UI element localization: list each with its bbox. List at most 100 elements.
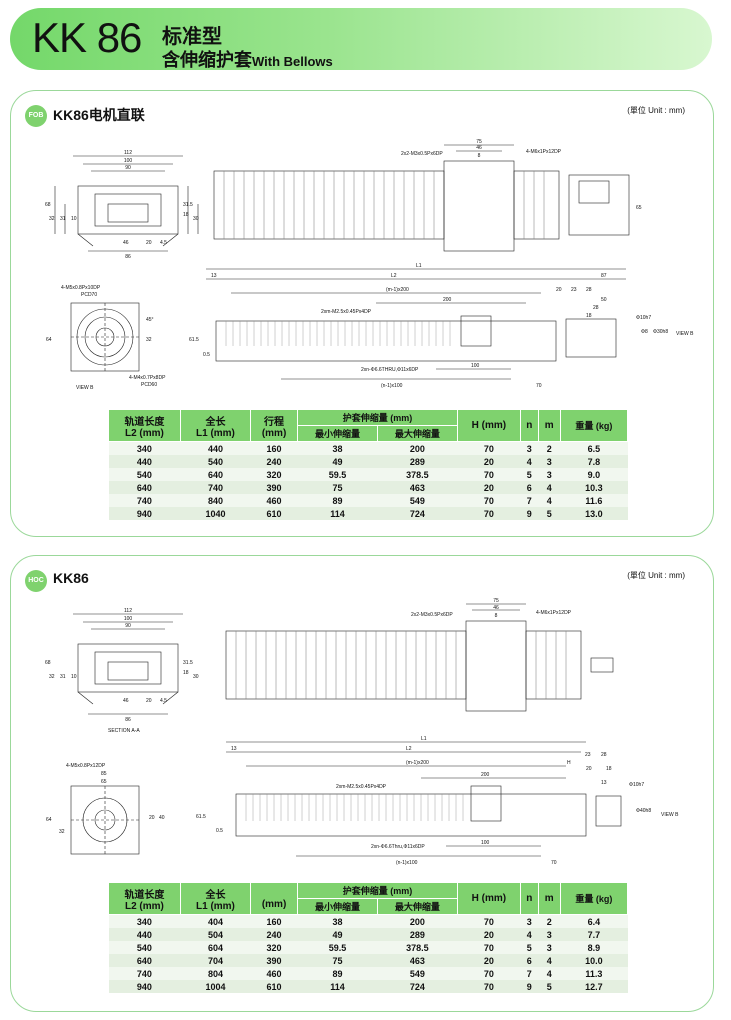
- table-cell: 390: [250, 954, 298, 967]
- dim-phi10: Φ10h7: [636, 315, 651, 321]
- th-bellows-max: 最大伸缩量: [376, 425, 458, 442]
- table-cell: 7: [520, 494, 539, 507]
- table-cell: 20: [457, 455, 521, 468]
- holes-top-note: 2x2-M3x0.5Px6DP: [401, 151, 443, 157]
- th-h: H (mm): [456, 882, 521, 915]
- table-cell: 38: [297, 441, 378, 455]
- dim-phi8: Φ8: [641, 329, 648, 335]
- dim-phi40: Φ40h8: [636, 808, 651, 814]
- model-name: KK 86: [32, 14, 142, 61]
- table-cell: 9: [520, 980, 539, 993]
- dim-18: 18: [606, 766, 612, 772]
- dim-23: 23: [571, 287, 577, 293]
- dim-L2: L2: [406, 746, 412, 752]
- dim-50: 50: [601, 297, 607, 303]
- table-cell: 9.0: [560, 468, 628, 481]
- table-cell: 70: [457, 967, 521, 980]
- table-cell: 2: [538, 914, 561, 928]
- table-cell: 11.3: [560, 967, 628, 980]
- dim-L2: L2: [391, 273, 397, 279]
- pcd70-note: PCD70: [81, 292, 97, 298]
- dim-61-5: 61.5: [196, 814, 206, 820]
- table-cell: 2: [538, 441, 561, 455]
- side-view-drawing: L1 13 L2 87 (m-1)x200 20 23 28 50 200 28…: [189, 263, 694, 389]
- table-cell: 6.5: [560, 441, 628, 455]
- dim-20: 20: [146, 698, 152, 704]
- dim-L1: L1: [416, 263, 422, 269]
- table-cell: 114: [297, 507, 378, 520]
- table-cell: 200: [377, 914, 458, 928]
- table-cell: 804: [180, 967, 251, 980]
- dim-20: 20: [146, 240, 152, 246]
- table-cell: 540: [180, 455, 251, 468]
- table-cell: 4: [538, 481, 561, 494]
- dim-20b: 20: [556, 287, 562, 293]
- table-cell: 7: [520, 967, 539, 980]
- dim-45deg: 45°: [146, 317, 154, 323]
- holes-right-note: 4-M6x1Px12DP: [526, 149, 562, 155]
- section-hoc: HOC KK86 (單位 Unit : mm) 112 100 90 68 32…: [10, 555, 714, 1012]
- table-cell: 463: [377, 481, 458, 494]
- dim-32b: 32: [59, 829, 65, 835]
- table-cell: 540: [108, 468, 181, 481]
- dim-31: 31: [60, 674, 66, 680]
- dim-20b: 20: [586, 766, 592, 772]
- dim-68: 68: [45, 202, 51, 208]
- table-cell: 378.5: [377, 468, 458, 481]
- dim-200: 200: [481, 772, 490, 778]
- table-cell: 390: [250, 481, 298, 494]
- th-stroke-unit: (mm): [261, 427, 287, 439]
- dim-28: 28: [586, 287, 592, 293]
- table-cell: 5: [520, 468, 539, 481]
- view-b-caption: VIEW B: [76, 385, 94, 391]
- table-cell: 740: [108, 967, 181, 980]
- th-stroke-cn: 行程: [264, 416, 285, 428]
- dim-0-5: 0.5: [203, 352, 210, 358]
- dim-8: 8: [478, 153, 481, 159]
- table-cell: 4: [520, 455, 539, 468]
- table-cell: 20: [457, 928, 521, 941]
- dim-100b: 100: [471, 363, 480, 369]
- table-cell: 4: [520, 928, 539, 941]
- dim-20c: 20: [149, 815, 155, 821]
- table-cell: 70: [457, 507, 521, 520]
- th-bellows-max: 最大伸缩量: [376, 898, 458, 915]
- holes-right-note: 4-M6x1Px12DP: [536, 610, 572, 616]
- table-cell: 320: [250, 468, 298, 481]
- table-cell: 114: [297, 980, 378, 993]
- table-cell: 378.5: [377, 941, 458, 954]
- dim-46: 46: [123, 698, 129, 704]
- table-cell: 340: [108, 441, 181, 455]
- th-h: H (mm): [456, 409, 521, 442]
- table-cell: 289: [377, 928, 458, 941]
- dim-64: 64: [46, 817, 52, 823]
- table-cell: 440: [108, 928, 181, 941]
- dim-70: 70: [536, 383, 542, 389]
- table-cell: 6.4: [560, 914, 628, 928]
- table-cell: 724: [377, 980, 458, 993]
- dim-112: 112: [124, 150, 132, 156]
- table-cell: 440: [180, 441, 251, 455]
- table-cell: 75: [297, 954, 378, 967]
- dim-40: 40: [159, 815, 165, 821]
- table-cell: 70: [457, 941, 521, 954]
- table-cell: 3: [538, 928, 561, 941]
- table-cell: 6: [520, 481, 539, 494]
- dim-0-5: 0.5: [216, 828, 223, 834]
- dim-18: 18: [183, 670, 189, 676]
- dim-32: 32: [49, 674, 55, 680]
- th-weight: 重量 (kg): [559, 409, 629, 442]
- m6-note: 2xn-Φ6.6Thru,Φ11x6DP: [371, 844, 425, 850]
- pcd60-note: PCD60: [141, 382, 157, 388]
- dim-90: 90: [125, 165, 131, 171]
- th-total-length-unit: L1 (mm): [196, 900, 235, 912]
- table-cell: 640: [108, 481, 181, 494]
- dim-n1x200: (m-1)x200: [386, 287, 409, 293]
- dim-18: 18: [183, 212, 189, 218]
